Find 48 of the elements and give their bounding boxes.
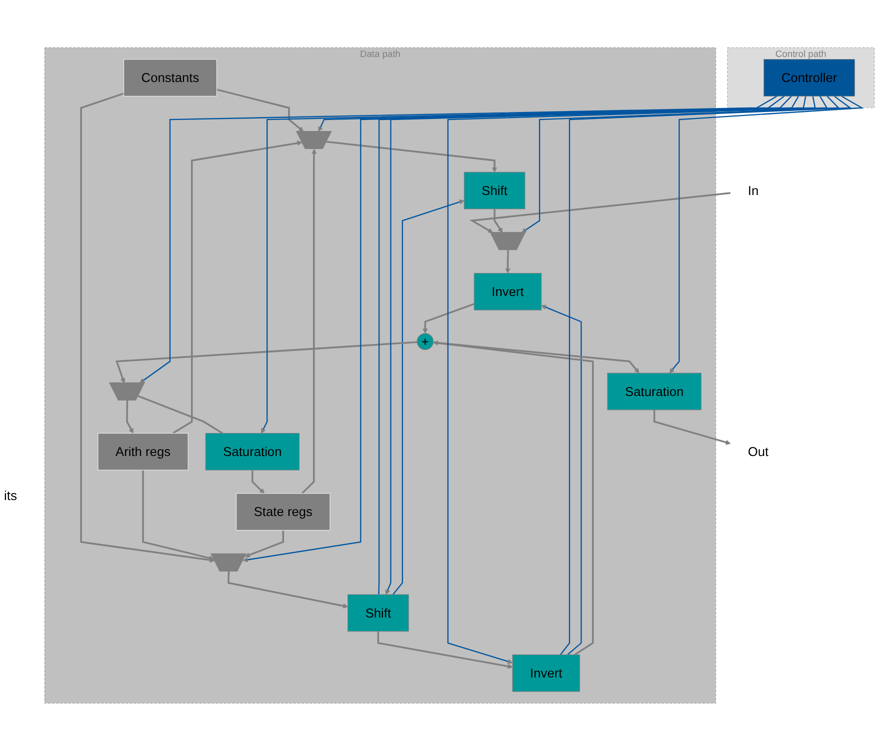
arrow — [80, 92, 215, 563]
arrow — [242, 96, 800, 562]
note-text: its — [4, 488, 18, 503]
node-trapezoid — [490, 232, 526, 250]
node-box: Shift — [464, 172, 526, 210]
node-box: Saturation — [205, 433, 300, 470]
arrow — [126, 400, 134, 434]
arrow — [422, 303, 474, 334]
arrow — [301, 148, 317, 494]
arrow — [326, 140, 498, 172]
arrow — [494, 209, 503, 233]
arrow — [653, 410, 731, 445]
arrow — [521, 96, 840, 233]
node-box: State regs — [236, 493, 330, 531]
node-text: Out — [748, 444, 769, 460]
node-trapezoid — [210, 553, 246, 572]
arrow — [541, 304, 582, 656]
arrow — [142, 470, 214, 561]
node-circle: + — [416, 333, 434, 350]
arrow — [216, 88, 304, 132]
arrow — [392, 200, 464, 595]
arrow — [244, 530, 284, 558]
arrow — [469, 192, 730, 233]
node-box: Constants — [123, 59, 217, 97]
node-box: Arith regs — [98, 433, 188, 470]
arrow — [318, 96, 792, 132]
arrow — [669, 96, 864, 374]
connector — [138, 395, 223, 434]
node-box: Saturation — [607, 372, 702, 410]
node-trapezoid — [296, 131, 332, 150]
node-box: Shift — [348, 594, 409, 632]
node-box: Invert — [512, 654, 580, 692]
arrow — [172, 140, 302, 434]
arrow — [505, 250, 510, 274]
node-trapezoid — [108, 382, 145, 401]
node-text: In — [748, 183, 759, 198]
node-box: Invert — [474, 272, 542, 310]
arrow — [116, 341, 418, 384]
arrow — [228, 571, 348, 608]
node-box: Controller — [764, 59, 855, 97]
arrow — [433, 342, 640, 374]
arrow — [252, 470, 265, 494]
arrow — [447, 96, 828, 664]
arrow — [377, 631, 513, 669]
arrow — [140, 96, 778, 384]
connector — [560, 96, 852, 656]
arrow — [433, 340, 594, 656]
arrow — [261, 96, 785, 434]
